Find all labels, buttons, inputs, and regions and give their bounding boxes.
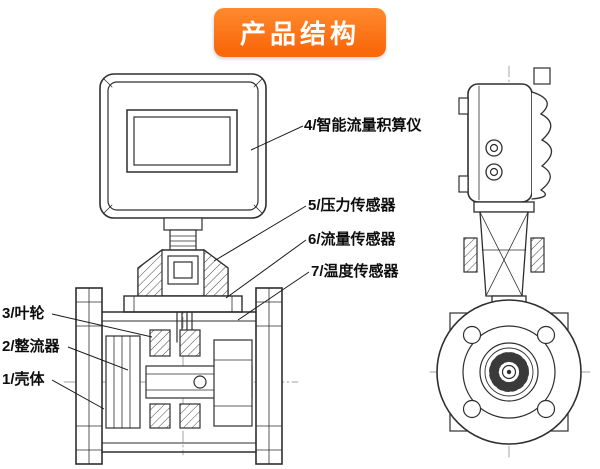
title-banner: 产品结构 xyxy=(213,8,387,57)
lcd-screen xyxy=(126,109,238,173)
front-view-drawing xyxy=(63,73,299,465)
leader-totalizer xyxy=(250,125,304,151)
callout-lines xyxy=(51,125,310,410)
button-knob xyxy=(485,139,503,157)
pipe-housing xyxy=(75,287,283,465)
label-pressure-sensor: 5/压力传感器 xyxy=(308,197,396,214)
flange-face xyxy=(436,299,582,445)
pipe-internals xyxy=(105,329,253,429)
leader-impeller xyxy=(51,313,153,338)
label-impeller: 3/叶轮 xyxy=(2,305,45,322)
label-totalizer: 4/智能流量积算仪 xyxy=(304,117,422,134)
label-flow-sensor: 6/流量传感器 xyxy=(308,231,396,248)
banner-title: 产品结构 xyxy=(239,19,361,49)
leader-pressure-sensor xyxy=(213,205,307,262)
leader-housing xyxy=(51,379,105,410)
label-temperature-sensor: 7/温度传感器 xyxy=(311,263,399,280)
label-rectifier: 2/整流器 xyxy=(2,338,60,355)
leader-temperature-sensor xyxy=(237,271,310,321)
side-view-drawing xyxy=(429,65,591,459)
stem xyxy=(163,217,203,253)
turbine-wheel xyxy=(489,352,529,392)
bolt-hole xyxy=(462,325,482,345)
impeller-part xyxy=(149,329,171,357)
totalizer-head-side xyxy=(458,67,553,203)
stem-side xyxy=(463,201,545,307)
totalizer-head xyxy=(99,73,267,219)
label-housing: 1/壳体 xyxy=(2,371,45,388)
leader-rectifier xyxy=(67,346,129,371)
rectifier-part xyxy=(105,335,141,429)
grip-handle xyxy=(531,91,553,200)
leader-flow-sensor xyxy=(225,239,307,299)
